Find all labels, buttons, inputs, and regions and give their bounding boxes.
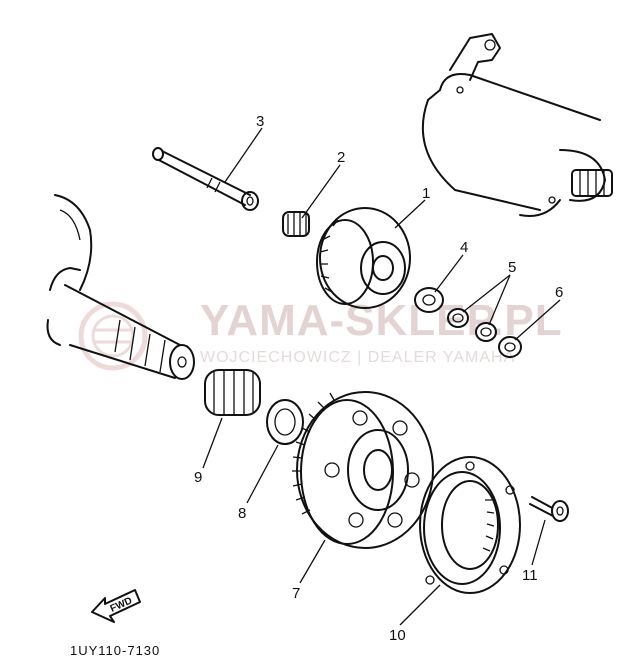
part-4-washer bbox=[414, 287, 444, 313]
part-2-needle-bearing bbox=[282, 211, 310, 237]
watermark-dealer: WOJCIECHOWICZ | DEALER YAMAHA bbox=[200, 349, 515, 366]
part-1-idle-gear bbox=[316, 207, 411, 309]
part-5-circlips bbox=[447, 308, 497, 342]
callout-11: 11 bbox=[522, 567, 538, 584]
part-11-bolt bbox=[529, 496, 569, 522]
fwd-arrow: FWD bbox=[91, 589, 141, 623]
part-8-washer bbox=[266, 399, 304, 445]
part-6-washer bbox=[498, 336, 522, 358]
callout-3: 3 bbox=[256, 113, 264, 130]
starter-motor bbox=[421, 33, 613, 217]
callout-4: 4 bbox=[460, 239, 468, 256]
leader-lines bbox=[202, 127, 561, 626]
callout-1: 1 bbox=[422, 185, 430, 202]
part-7-wheel-gear bbox=[292, 391, 434, 549]
callout-5: 5 bbox=[508, 259, 516, 276]
callout-8: 8 bbox=[238, 505, 246, 522]
callout-7: 7 bbox=[292, 585, 300, 602]
part-3-shaft bbox=[152, 147, 259, 211]
part-9-needle-bearing bbox=[204, 369, 261, 416]
part-10-starter-clutch bbox=[419, 456, 521, 594]
callout-6: 6 bbox=[555, 284, 563, 301]
fwd-label: FWD bbox=[109, 595, 134, 614]
callout-10: 10 bbox=[389, 627, 406, 644]
callout-2: 2 bbox=[337, 149, 345, 166]
callout-9: 9 bbox=[194, 469, 202, 486]
diagram-code: 1UY110-7130 bbox=[70, 643, 160, 658]
crankshaft bbox=[46, 194, 195, 380]
callout-labels: 3 2 1 4 5 6 9 8 7 10 11 bbox=[194, 113, 563, 644]
